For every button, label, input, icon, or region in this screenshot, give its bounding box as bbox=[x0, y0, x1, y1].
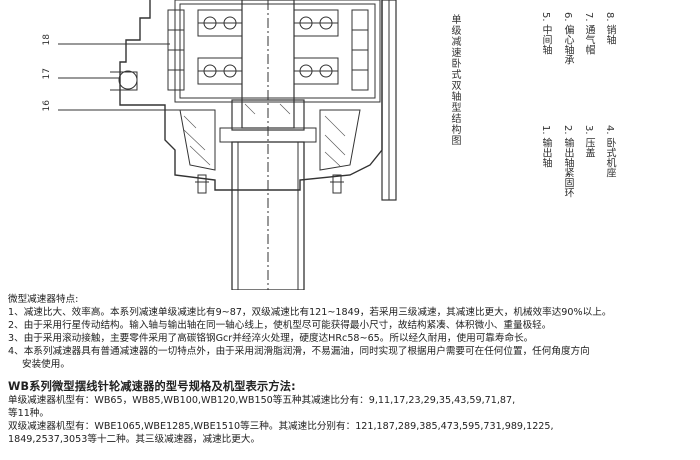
models-title: WB系列微型摆线针轮减速器的型号规格及机型表示方法: bbox=[8, 380, 296, 393]
feature-item-1: 1、减速比大、效率高。本系列减速单级减速比有9~87，双级减速比有121~184… bbox=[8, 306, 694, 319]
reducer-structure-drawing bbox=[58, 0, 397, 290]
feature-text: 4、本系列减速器具有普通减速器的一切特点外，由于采用润滑脂润滑，不易漏油，同时实… bbox=[8, 346, 590, 357]
features-title: 微型减速器特点: bbox=[8, 294, 79, 305]
callout-17: 17 bbox=[42, 68, 52, 80]
models-line-2: 等11种。 bbox=[8, 408, 49, 419]
description-text: 微型减速器特点: 1、减速比大、效率高。本系列减速单级减速比有9~87，双级减速… bbox=[8, 293, 694, 446]
part-4: 4. 卧式机座 bbox=[604, 125, 615, 178]
diagram-title: 单级减速卧式双轴型结构图 bbox=[449, 14, 460, 146]
feature-text: 1、减速比大、效率高。本系列减速单级减速比有9~87，双级减速比有121~184… bbox=[8, 307, 612, 318]
models-line-4: 1849,2537,3053等十二种。其三级减速器，减速比更大。 bbox=[8, 434, 261, 445]
feature-item-3: 3、由于采用滚动接触，主要零件采用了高碳铬钢Gcr并经淬火处理，硬度达HRc58… bbox=[8, 332, 694, 345]
part-3: 3. 压盖 bbox=[583, 125, 594, 158]
callout-18: 18 bbox=[42, 34, 52, 46]
part-1: 1. 输出轴 bbox=[540, 125, 551, 168]
feature-item-2: 2、由于采用行星传动结构。输入轴与输出轴在同一轴心线上，使机型尽可能获得最小尺寸… bbox=[8, 319, 694, 332]
feature-text: 2、由于采用行星传动结构。输入轴与输出轴在同一轴心线上，使机型尽可能获得最小尺寸… bbox=[8, 320, 552, 331]
part-8: 8. 销轴 bbox=[604, 12, 615, 45]
part-6: 6. 偏心轴承 bbox=[562, 12, 573, 65]
part-7: 7. 通气帽 bbox=[583, 12, 594, 55]
feature-text-continued: 安装使用。 bbox=[22, 359, 70, 370]
part-5: 5. 中间轴 bbox=[540, 12, 551, 55]
models-line-3: 双级减速器机型有：WBE1065,WBE1285,WBE1510等三种。其减速比… bbox=[8, 421, 554, 432]
feature-text: 3、由于采用滚动接触，主要零件采用了高碳铬钢Gcr并经淬火处理，硬度达HRc58… bbox=[8, 333, 534, 344]
feature-item-4: 4、本系列减速器具有普通减速器的一切特点外，由于采用润滑脂润滑，不易漏油，同时实… bbox=[8, 345, 694, 371]
models-line-1: 单级减速器机型有：WB65，WB85,WB100,WB120,WB150等五种其… bbox=[8, 395, 516, 406]
callout-16: 16 bbox=[42, 100, 52, 112]
part-2: 2. 输出轴紧固环 bbox=[562, 125, 573, 198]
